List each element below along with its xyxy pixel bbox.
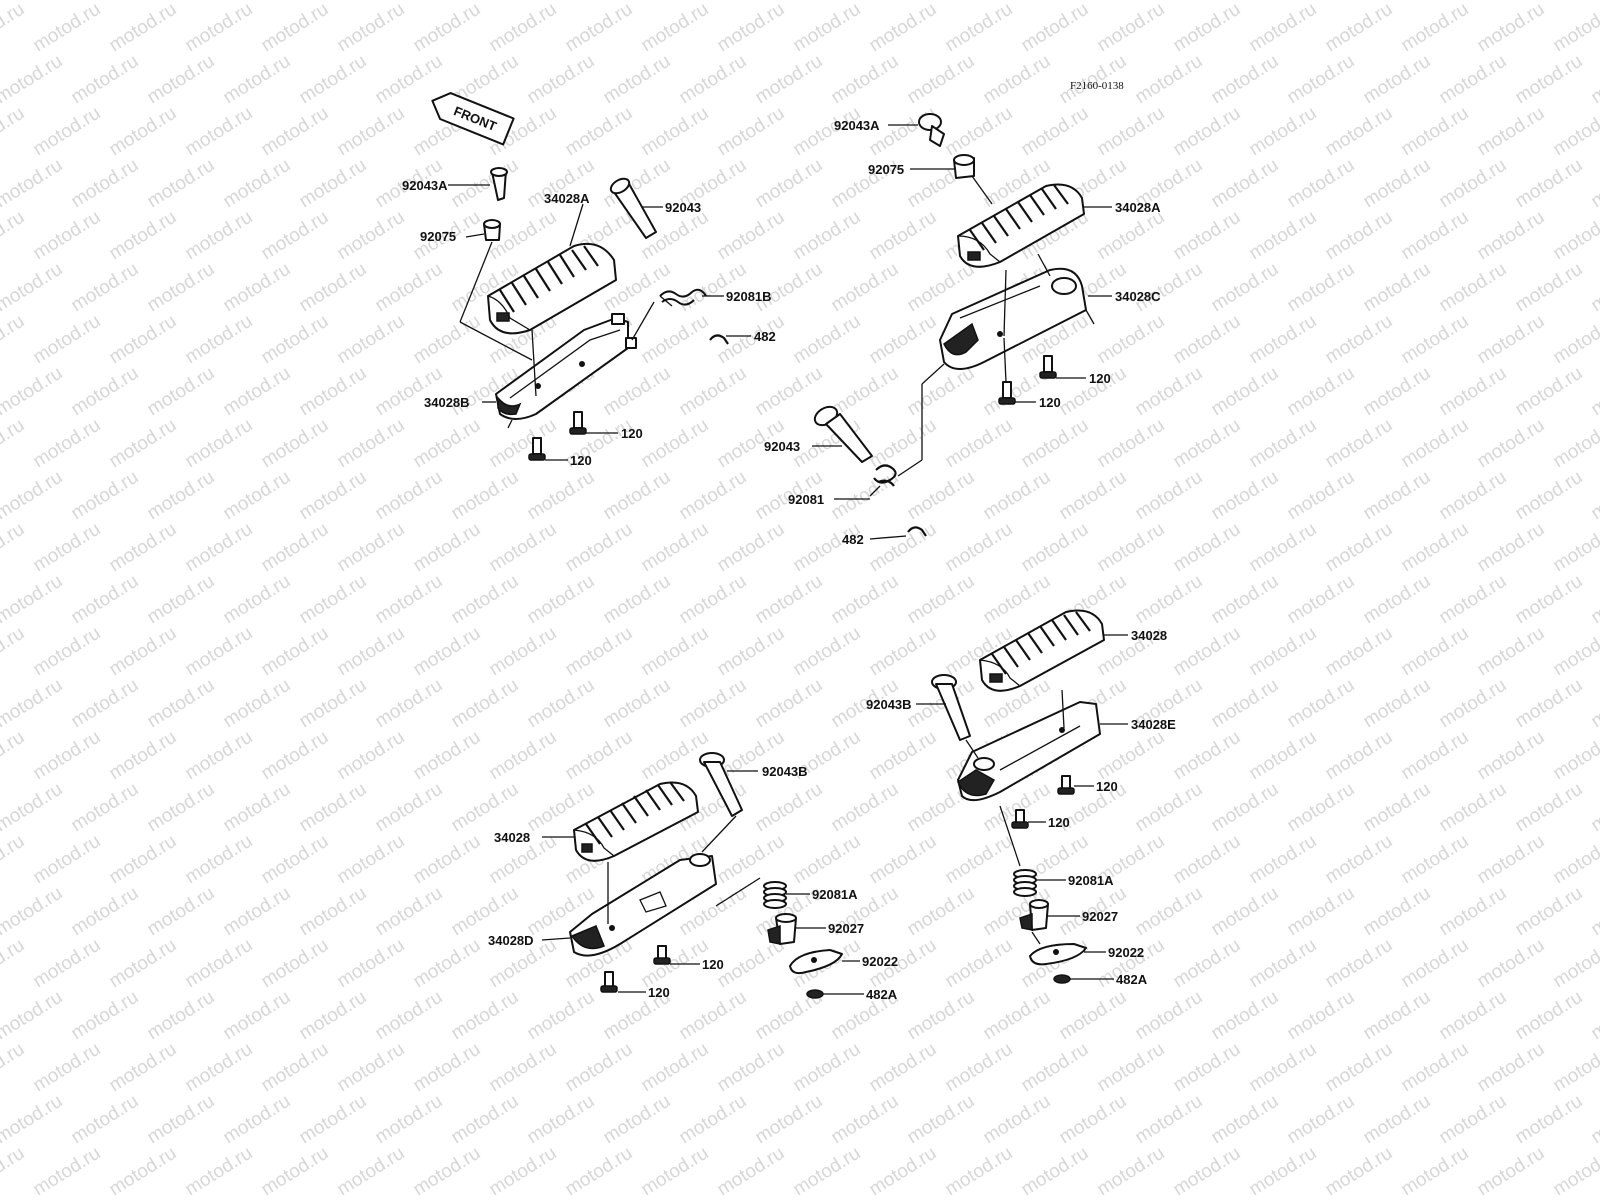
part-label-34028e: 34028E <box>1131 717 1176 732</box>
footpeg-bracket-34028b-icon <box>495 313 637 420</box>
pin-92043b-icon <box>931 674 971 741</box>
part-label-92022: 92022 <box>862 954 898 969</box>
part-label-92022: 92022 <box>1108 945 1144 960</box>
clip-482-icon <box>907 526 927 537</box>
footpeg-rubber-34028a-icon <box>957 183 1085 268</box>
part-label-92043a: 92043A <box>402 178 448 193</box>
front-arrow-icon: FRONT <box>431 92 515 146</box>
bolt-120-icon <box>653 945 671 965</box>
footpeg-rubber-34028-icon <box>979 609 1105 692</box>
part-label-34028d: 34028D <box>488 933 534 948</box>
part-label-92027: 92027 <box>828 921 864 936</box>
pin-92043-icon <box>609 177 657 239</box>
part-label-482a: 482A <box>1116 972 1148 987</box>
part-label-34028b: 34028B <box>424 395 470 410</box>
pin-92043b-icon <box>699 752 743 817</box>
part-label-92043: 92043 <box>665 200 701 215</box>
collar-92075-icon <box>483 219 501 241</box>
part-label-34028c: 34028C <box>1115 289 1161 304</box>
part-label-120: 120 <box>702 957 724 972</box>
plunger-92027-icon <box>1019 899 1049 931</box>
part-label-120: 120 <box>1048 815 1070 830</box>
part-label-120: 120 <box>621 426 643 441</box>
footpeg-bracket-34028d-icon <box>569 853 717 957</box>
upper-right-assembly: 92043A 92075 34028A 34028C 120 120 92043… <box>764 113 1161 547</box>
spring-92081b-icon <box>659 288 707 307</box>
spring-92081a-icon <box>763 881 787 909</box>
part-label-92075: 92075 <box>420 229 456 244</box>
part-label-120: 120 <box>1096 779 1118 794</box>
bolt-120-icon <box>528 437 546 461</box>
part-label-34028a: 34028A <box>544 191 590 206</box>
part-label-120: 120 <box>1039 395 1061 410</box>
bolt-120-icon <box>1057 775 1075 795</box>
plate-92022-icon <box>789 949 843 975</box>
lower-right-assembly: 34028 92043B 34028E 120 120 92081A 92027… <box>866 609 1176 987</box>
footpeg-bracket-34028c-icon <box>939 267 1087 370</box>
part-label-92081: 92081 <box>788 492 824 507</box>
upper-left-assembly: 92043A 92075 34028A 92043 92081B 482 340… <box>402 167 776 468</box>
collar-92075-icon <box>953 154 975 179</box>
lower-left-assembly: 92043B 34028 34028D 92081A 92027 92022 4… <box>488 752 898 1002</box>
part-label-92027: 92027 <box>1082 909 1118 924</box>
part-label-92081a: 92081A <box>812 887 858 902</box>
footpeg-rubber-34028a-icon <box>487 242 617 335</box>
pin-92043-icon <box>813 405 873 463</box>
spring-92081a-icon <box>1013 869 1037 897</box>
clip-482a-icon <box>1053 974 1071 984</box>
part-label-92081a: 92081A <box>1068 873 1114 888</box>
part-label-482: 482 <box>754 329 776 344</box>
part-label-34028: 34028 <box>1131 628 1167 643</box>
bolt-120-icon <box>998 381 1016 405</box>
part-label-92043a: 92043A <box>834 118 880 133</box>
part-label-120: 120 <box>1089 371 1111 386</box>
pin-92043a-icon <box>918 113 945 147</box>
diagram-code: F2160-0138 <box>1070 80 1124 92</box>
pin-92043a-icon <box>490 167 508 201</box>
clip-482-icon <box>709 334 729 345</box>
bolt-120-icon <box>600 971 618 993</box>
bolt-120-icon <box>1039 355 1057 379</box>
clip-482a-icon <box>806 989 824 999</box>
part-label-92043: 92043 <box>764 439 800 454</box>
bolt-120-icon <box>569 411 587 435</box>
part-label-92081b: 92081B <box>726 289 772 304</box>
part-label-482: 482 <box>842 532 864 547</box>
part-label-120: 120 <box>648 985 670 1000</box>
footpeg-rubber-34028-icon <box>573 781 699 862</box>
part-label-92075: 92075 <box>868 162 904 177</box>
bolt-120-icon <box>1011 809 1029 829</box>
part-label-120: 120 <box>570 453 592 468</box>
part-label-34028: 34028 <box>494 830 530 845</box>
plunger-92027-icon <box>767 913 797 945</box>
spring-92081-icon <box>869 464 897 497</box>
part-label-92043b: 92043B <box>762 764 808 779</box>
part-label-92043b: 92043B <box>866 697 912 712</box>
part-label-34028a: 34028A <box>1115 200 1161 215</box>
part-label-482a: 482A <box>866 987 898 1002</box>
plate-92022-icon <box>1029 943 1087 966</box>
